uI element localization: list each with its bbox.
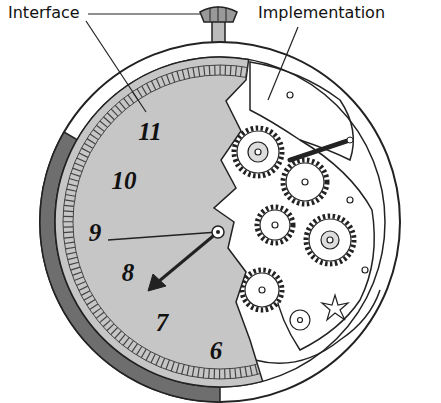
- gear-train: [234, 92, 368, 330]
- dial-number: 7: [156, 310, 169, 335]
- minute-hand: [108, 232, 218, 240]
- dial-number: 8: [122, 260, 135, 285]
- crown-knob: [200, 7, 237, 22]
- callout-label: Implementation: [258, 5, 385, 21]
- lever: [290, 140, 350, 160]
- callout-label: Interface: [8, 5, 80, 21]
- dial-number: 6: [210, 338, 223, 363]
- dial-face: [55, 57, 263, 387]
- star-jewel: [322, 295, 348, 320]
- leader-line: [88, 13, 200, 14]
- minute-ticks: [68, 70, 372, 374]
- hour-hand: [158, 232, 218, 282]
- watch-case: [40, 42, 400, 402]
- dial-number: 11: [138, 119, 162, 144]
- dial-number: 9: [89, 220, 102, 245]
- hand-pivot: [212, 226, 224, 238]
- leader-line: [86, 21, 146, 112]
- dial-number: 10: [112, 168, 137, 193]
- leader-line: [268, 27, 298, 100]
